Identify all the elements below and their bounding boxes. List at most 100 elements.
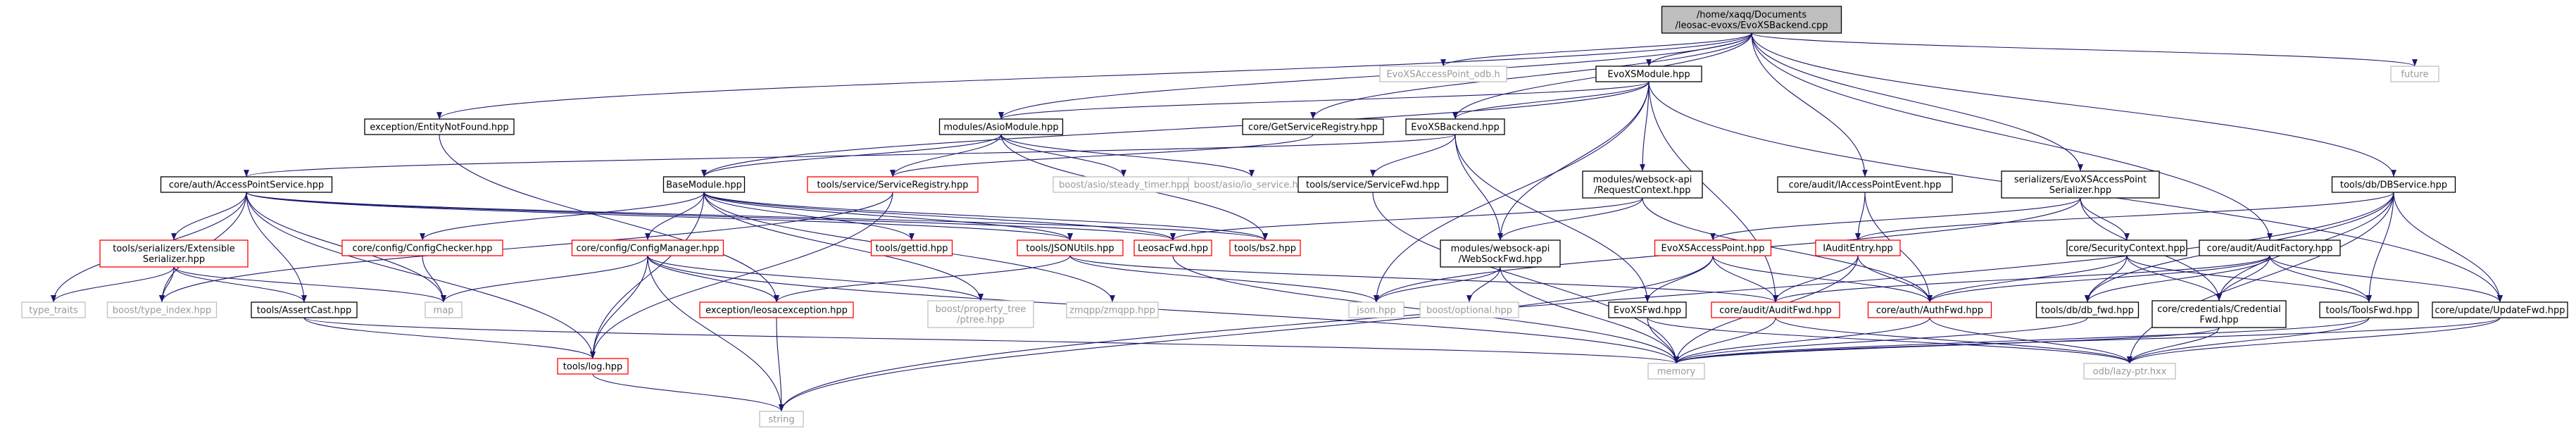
node-box [2001,170,2160,199]
node-label: modules/AsioModule.hpp [943,123,1058,133]
node-box [571,239,724,256]
node-type-index: boost/type_index.hpp [106,301,218,318]
node-box [699,301,854,318]
edge-evoxs-module-to-evoxs-backend [1452,81,1650,120]
node-evoxs-backend[interactable]: EvoXSBackend.hpp [1405,118,1505,135]
edge-root-to-audit-factory [1751,32,2273,241]
node-log[interactable]: tools/log.hpp [557,358,629,375]
edge-audit-fwd-to-lazy-ptr [1775,317,2132,364]
node-access-point-service[interactable]: core/auth/AccessPointService.hpp [160,176,333,193]
edge-evoxs-serializer-to-security-context [2080,197,2130,241]
edge-db-service-to-iaudit-entry [1855,192,2394,241]
node-future: future [2390,66,2439,82]
edge-base-module-to-config-checker [420,192,705,241]
edge-base-module-to-ptree [703,192,984,301]
edge-json-utils-to-leosac-exception [774,255,1071,303]
node-box [1229,239,1301,256]
node-service-registry[interactable]: tools/service/ServiceRegistry.hpp [807,176,979,193]
node-label: /leosac-evoxs/EvoXSBackend.cpp [1675,20,1828,31]
node-tools-fwd[interactable]: tools/ToolsFwd.hpp [2319,301,2419,318]
node-box [1815,239,1901,256]
node-evoxs-serializer[interactable]: serializers/EvoXSAccessPointSerializer.h… [2001,170,2160,199]
node-layer: /home/xaqq/Documents/leosac-evoxs/EvoXSB… [21,6,2568,428]
node-audit-fwd[interactable]: core/audit/AuditFwd.hpp [1711,301,1840,318]
node-label: boost/asio/io_service.hpp [1194,180,1310,191]
node-security-context[interactable]: core/SecurityContext.hpp [2066,239,2187,256]
node-entity-not-found[interactable]: exception/EntityNotFound.hpp [364,118,515,135]
node-label: tools/AssertCast.hpp [257,306,351,316]
node-get-service-registry[interactable]: core/GetServiceRegistry.hpp [1242,118,1384,135]
node-label: boost/type_index.hpp [113,306,211,316]
edge-base-module-to-config-manager [645,192,705,241]
node-box [1654,239,1772,256]
node-bs2[interactable]: tools/bs2.hpp [1229,239,1301,256]
node-evoxs-fwd[interactable]: EvoXSFwd.hpp [1608,301,1687,318]
edge-service-fwd-to-memory [1372,192,1679,364]
node-config-checker[interactable]: core/config/ConfigChecker.hpp [341,239,503,256]
edge-root-to-iaccess-point-event [1751,32,1868,177]
node-type-traits: type_traits [21,301,86,318]
node-gettid[interactable]: tools/gettid.hpp [870,239,953,256]
node-string: string [759,411,804,428]
node-label: tools/gettid.hpp [876,244,948,254]
node-iaudit-entry[interactable]: IAuditEntry.hpp [1815,239,1901,256]
node-label: core/auth/AccessPointService.hpp [169,180,324,191]
edge-audit-factory-to-audit-fwd [1773,255,2270,303]
node-request-context[interactable]: modules/websock-api/RequestContext.hpp [1582,170,1703,199]
edge-base-module-to-log [590,192,705,359]
node-box [557,358,629,375]
node-boost-optional: boost/optional.hpp [1419,301,1519,318]
node-label: core/audit/AuditFactory.hpp [2207,244,2333,254]
node-label: exception/leosacexception.hpp [705,306,848,316]
node-box [99,239,249,268]
node-service-fwd[interactable]: tools/service/ServiceFwd.hpp [1298,176,1448,193]
node-label: Serializer.hpp [2049,185,2111,196]
node-db-service[interactable]: tools/db/DBService.hpp [2331,176,2456,193]
node-label: IAuditEntry.hpp [1823,244,1893,254]
node-label: LeosacFwd.hpp [1138,244,1208,254]
node-box [1405,118,1505,135]
node-box [1066,301,1159,318]
node-label: EvoXSBackend.hpp [1411,123,1499,133]
edge-assert-cast-to-memory [303,317,1679,364]
edge-asio-module-to-service-registry [890,134,1002,177]
node-audit-factory[interactable]: core/audit/AuditFactory.hpp [2199,239,2341,256]
node-box [807,176,979,193]
node-iaccess-point-event[interactable]: core/audit/IAccessPointEvent.hpp [1777,176,1953,193]
node-base-module[interactable]: BaseModule.hpp [662,176,746,193]
node-evoxs-access-point[interactable]: EvoXSAccessPoint.hpp [1654,239,1772,256]
node-config-manager[interactable]: core/config/ConfigManager.hpp [571,239,724,256]
edge-access-point-service-to-extensible-serializer [171,192,247,241]
node-box [425,301,463,318]
edge-config-manager-to-log [590,255,648,359]
edge-request-context-to-leosac-fwd [1170,197,1643,241]
node-auth-fwd[interactable]: core/auth/AuthFwd.hpp [1867,301,1992,318]
edge-evoxs-fwd-to-memory [1647,317,1679,364]
edge-evoxs-module-to-asio-module [998,81,1650,120]
node-assert-cast[interactable]: tools/AssertCast.hpp [251,301,358,318]
edge-evoxs-module-to-request-context [1640,81,1650,172]
edge-iaudit-entry-to-audit-fwd [1773,255,1859,303]
node-websock-fwd[interactable]: modules/websock-api/WebSockFwd.hpp [1440,239,1561,268]
node-leosac-fwd[interactable]: LeosacFwd.hpp [1133,239,1212,256]
edge-websock-fwd-to-memory [1500,266,1679,364]
node-update-fwd[interactable]: core/update/UpdateFwd.hpp [2432,301,2568,318]
edge-extensible-serializer-to-map [173,266,446,303]
edge-auth-fwd-to-memory [1673,317,1930,364]
node-extensible-serializer[interactable]: tools/serializers/ExtensibleSerializer.h… [99,239,249,268]
edge-json-utils-to-audit-fwd [1069,255,1778,303]
node-db-fwd[interactable]: tools/db/db_fwd.hpp [2035,301,2140,318]
node-label: odb/lazy-ptr.hxx [2093,367,2167,378]
node-root[interactable]: /home/xaqq/Documents/leosac-evoxs/EvoXSB… [1661,6,1842,34]
node-label: modules/websock-api [1593,175,1692,185]
node-label: tools/serializers/Extensible [113,244,235,254]
edge-evoxs-module-to-audit-fwd [1648,81,1778,303]
edge-root-to-asio-module [998,32,1752,120]
node-evoxs-module[interactable]: EvoXSModule.hpp [1595,66,1702,82]
node-leosac-exception[interactable]: exception/leosacexception.hpp [699,301,854,318]
node-json-utils[interactable]: tools/JSONUtils.hpp [1017,239,1124,256]
node-box [1348,301,1405,318]
edge-config-manager-to-memory [647,255,1679,364]
node-asio-module[interactable]: modules/AsioModule.hpp [938,118,1064,135]
